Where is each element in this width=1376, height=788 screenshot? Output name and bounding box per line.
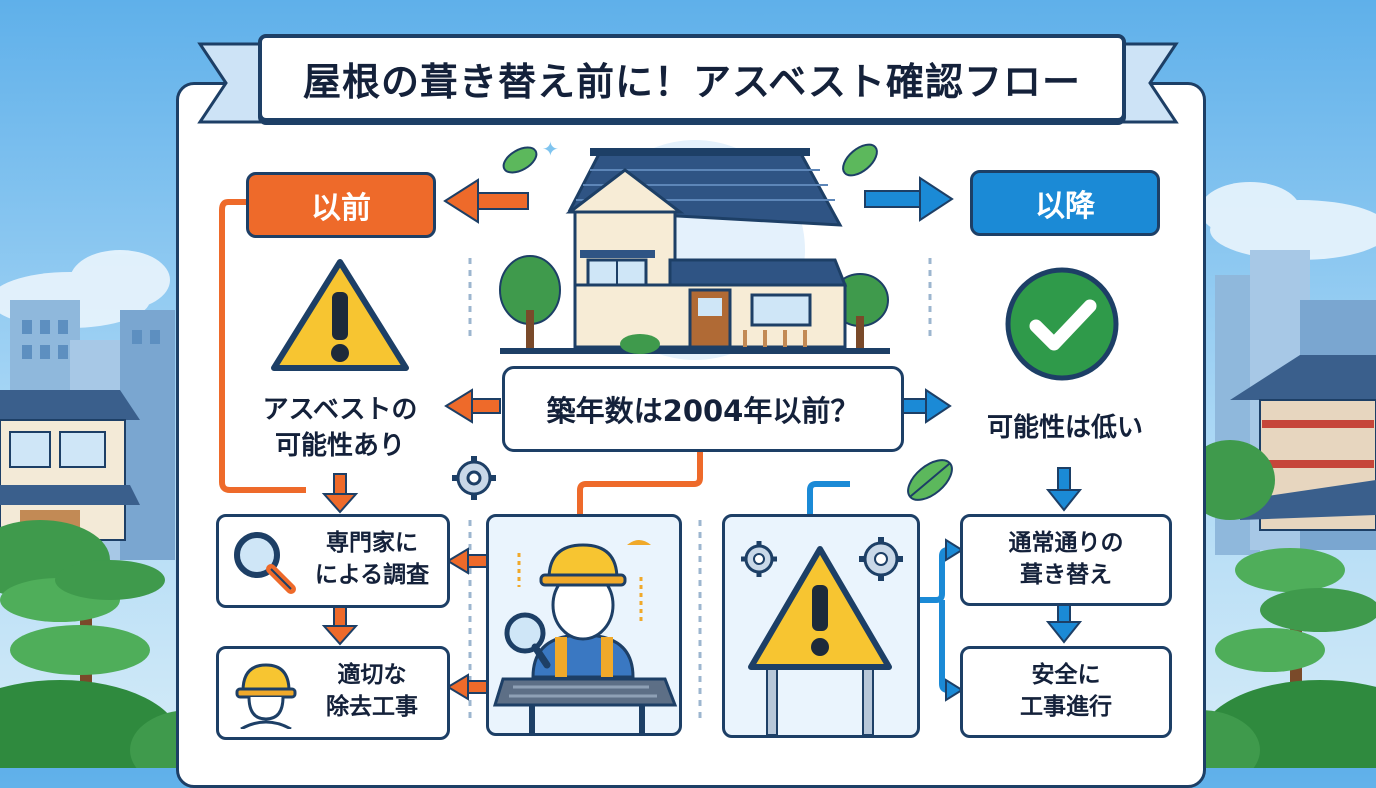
warning-sign-icon <box>741 537 903 735</box>
step-normal-line1: 通常通りの <box>1008 530 1124 556</box>
page-title: 屋根の葺き替え前に！アスベスト確認フロー <box>302 59 1082 104</box>
title-ribbon <box>197 42 1179 124</box>
step-removal-line2: 除去工事 <box>326 694 418 720</box>
step-card-survey: 専門家に による調査 <box>216 514 450 608</box>
step-safe-line1: 安全に <box>1031 662 1101 688</box>
step-survey-line1: 専門家に <box>326 530 418 556</box>
step-survey-line2: による調査 <box>314 562 430 588</box>
result-after: 可能性は低い <box>986 413 1143 443</box>
step-card-safe: 安全に 工事進行 <box>960 646 1172 738</box>
check-icon <box>1005 267 1119 381</box>
arrow-down-after-2 <box>1045 601 1083 644</box>
house-icon: ✦ <box>499 137 890 360</box>
result-before-line2: 可能性あり <box>274 431 405 461</box>
arrow-down-before <box>321 473 359 514</box>
result-before: アスベストの 可能性あり <box>230 392 450 464</box>
step-card-normal: 通常通りの 葺き替え <box>960 514 1172 606</box>
tag-after: 以降 <box>970 170 1160 236</box>
gear-icon-2 <box>859 537 903 581</box>
step-card-removal: 適切な 除去工事 <box>216 646 450 740</box>
warning-sign-card <box>722 514 920 738</box>
worker-card <box>486 514 682 736</box>
step-normal-text: 通常通りの 葺き替え <box>963 527 1169 591</box>
gear-icon <box>741 541 777 577</box>
step-removal-text: 適切な 除去工事 <box>303 659 441 723</box>
trees-right <box>1140 440 1376 768</box>
warning-icon <box>271 259 409 371</box>
hardhat-icon <box>235 663 297 729</box>
gear-icon <box>452 456 496 500</box>
step-normal-line2: 葺き替え <box>1020 562 1112 588</box>
step-safe-line2: 工事進行 <box>1020 694 1112 720</box>
step-survey-text: 専門家に による調査 <box>303 527 441 591</box>
background-scenery <box>0 182 1376 768</box>
question-box: 築年数は2004年以前？ <box>502 366 904 452</box>
svg-text:✦: ✦ <box>542 137 559 161</box>
tag-before: 以前 <box>246 172 436 238</box>
title-banner: 屋根の葺き替え前に！アスベスト確認フロー <box>258 34 1126 122</box>
arrow-question-after <box>901 388 952 424</box>
step-removal-line1: 適切な <box>337 662 407 688</box>
arrow-down-before-2 <box>321 605 359 646</box>
hardhat-worker-icon <box>492 540 678 733</box>
step-safe-text: 安全に 工事進行 <box>963 659 1169 723</box>
arrow-worker-to-step2 <box>446 673 489 701</box>
arrow-down-after <box>1045 467 1083 512</box>
arrow-to-after <box>864 176 954 222</box>
arrow-to-before <box>443 178 529 224</box>
result-before-line1: アスベストの <box>262 395 418 425</box>
leaf-icon <box>907 459 953 501</box>
magnifier-icon <box>234 532 296 594</box>
cloud-right <box>1200 182 1376 260</box>
arrow-worker-to-step1 <box>446 547 489 575</box>
city-left <box>0 300 175 560</box>
arrow-question-before <box>444 388 501 424</box>
flow-connectors <box>219 176 1083 720</box>
